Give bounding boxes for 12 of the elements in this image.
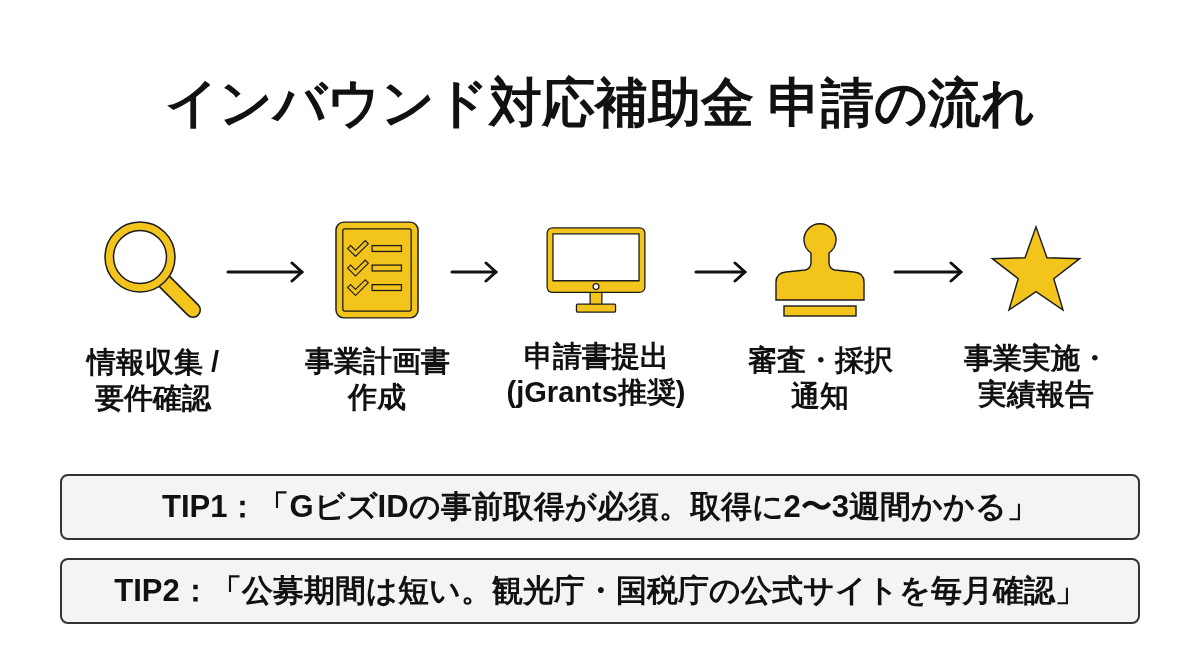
tip-note: TIP1：「GビズIDの事前取得が必須。取得に2〜3週間かかる」	[60, 474, 1140, 540]
step-label: 情報収集 /要件確認	[84, 345, 221, 416]
arrow	[450, 261, 498, 283]
title: インバウンド対応補助金 申請の流れ	[163, 72, 1037, 134]
step-label: 事業計画書作成	[303, 344, 451, 415]
step-label: 審査・採択通知	[746, 343, 894, 414]
tip-note: TIP2：「公募期間は短い。観光庁・国税庁の公式サイトを毎月確認」	[60, 558, 1140, 624]
step-label: 事業実施・実績報告	[962, 341, 1110, 412]
arrow	[893, 261, 963, 283]
arrow	[226, 261, 304, 283]
step-label: 申請書提出(jGrants推奨)	[505, 339, 687, 410]
arrow	[694, 261, 747, 283]
